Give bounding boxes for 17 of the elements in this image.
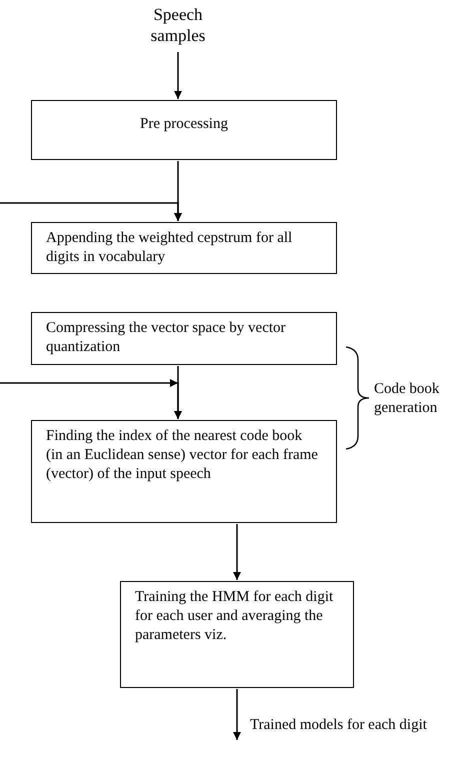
- process-box: [31, 312, 337, 365]
- step-text: Finding the index of the nearest code book (in an Euclidean sense) vector for each frame (vector) of the input speech: [46, 427, 319, 484]
- arrow: [174, 52, 182, 99]
- step-text: Appending the weighted cepstrum for all digits in vocabulary: [46, 229, 294, 267]
- process-box: [31, 420, 337, 523]
- edge-label: Trained models for each digit: [250, 716, 427, 735]
- arrow: [233, 689, 241, 740]
- step-text: Compressing the vector space by vector quantization: [46, 319, 287, 357]
- arrow: [0, 202, 182, 221]
- arrow: [0, 379, 182, 419]
- arrow: [233, 524, 241, 580]
- step-text: Training the HMM for each digit for each user and averaging the parameters viz.: [135, 588, 334, 645]
- process-box: [31, 100, 337, 160]
- process-box: [120, 581, 354, 688]
- step-text: Pre processing: [139, 115, 229, 134]
- process-box: [31, 222, 337, 274]
- input-text: Speech samples: [128, 4, 228, 50]
